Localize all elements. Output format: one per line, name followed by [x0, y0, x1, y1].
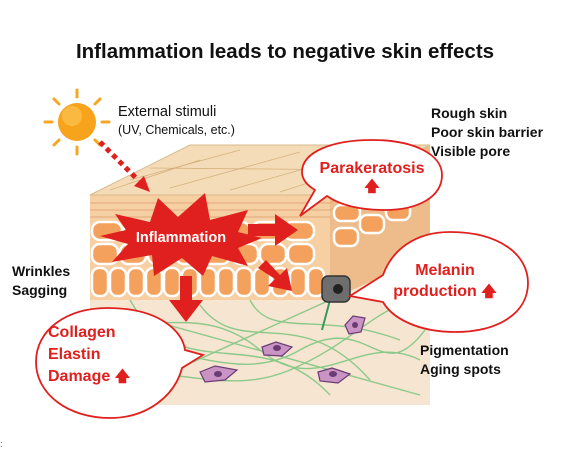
sagging-label: Sagging — [12, 282, 68, 298]
collagen-label: Collagen — [48, 324, 116, 341]
collagen-text: Collagen Elastin Damage 🡅 — [48, 322, 158, 388]
wrinkles-effects: Wrinkles Sagging — [12, 262, 70, 300]
skin-barrier-label: Poor skin barrier — [431, 124, 544, 140]
arrow-to-dermis — [169, 276, 203, 322]
uv-arrow — [98, 140, 140, 182]
inflammation-burst — [100, 193, 262, 276]
collagen-up-arrow-icon: 🡅 — [114, 368, 131, 385]
damage-label: Damage — [48, 368, 111, 385]
parakeratosis-up-arrow-icon: 🡅 — [364, 178, 380, 195]
elastin-label: Elastin — [48, 346, 101, 363]
collagen-bubble — [35, 307, 206, 419]
melanocyte — [321, 275, 351, 331]
melanin-label: Melanin — [415, 262, 475, 279]
arrow-to-parakeratosis — [248, 214, 298, 246]
pigmentation-label: Pigmentation — [420, 342, 509, 358]
production-label: production — [393, 283, 477, 300]
external-stimuli-label: External stimuli — [118, 104, 217, 120]
sun-icon — [43, 88, 111, 156]
uv-arrowhead — [134, 176, 150, 192]
melanin-up-arrow-icon: 🡅 — [481, 283, 497, 300]
pigmentation-effects: Pigmentation Aging spots — [420, 341, 509, 379]
rough-skin-label: Rough skin — [431, 105, 508, 121]
parakeratosis-text: Parakeratosis 🡅 — [312, 160, 432, 196]
fibroblast-cells — [199, 315, 366, 384]
page-title: Inflammation leads to negative skin effe… — [75, 40, 495, 63]
rough-skin-effects: Rough skin Poor skin barrier Visible por… — [431, 104, 543, 161]
visible-pore-label: Visible pore — [431, 143, 511, 159]
melanin-bubble — [347, 231, 529, 333]
svg-text::: : — [0, 439, 3, 449]
parakeratosis-bubble — [299, 139, 443, 217]
parakeratosis-label: Parakeratosis — [319, 160, 425, 177]
wrinkles-label: Wrinkles — [12, 263, 71, 279]
fibroblast-nuclei — [214, 322, 358, 377]
aging-spots-label: Aging spots — [420, 361, 501, 377]
melanin-text: Melanin production 🡅 — [382, 260, 508, 302]
external-stimuli-examples: (UV, Chemicals, etc.) — [118, 123, 235, 137]
arrow-to-melanin — [258, 260, 292, 291]
inflammation-label: Inflammation — [135, 230, 227, 246]
